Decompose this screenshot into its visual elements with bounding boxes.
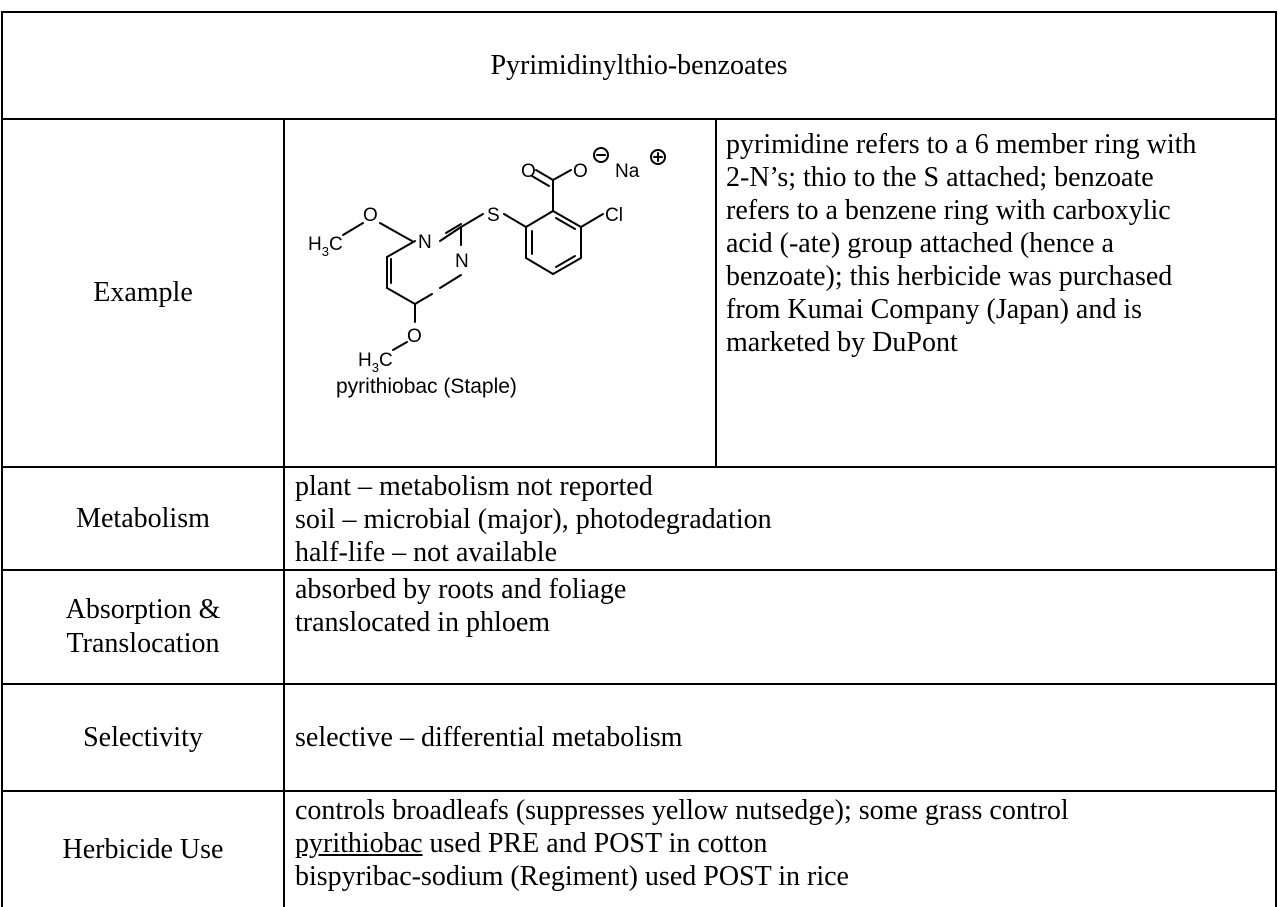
metabolism-label: Metabolism	[76, 502, 210, 534]
pyrithiobac-underlined: pyrithiobac	[295, 828, 423, 859]
absorption-line: translocated in phloem	[295, 607, 551, 638]
methyl-group-1: H3C	[308, 234, 343, 259]
example-label: Example	[93, 277, 193, 308]
description-line: acid (-ate) group attached (hence a	[726, 228, 1114, 259]
absorption-label-line1: Absorption &	[65, 594, 221, 625]
table-border-top	[1, 11, 1277, 13]
row-divider-selectivity	[1, 790, 1277, 792]
row-divider-metabolism	[1, 569, 1277, 571]
use-line: controls broadleafs (suppresses yellow n…	[295, 795, 1069, 826]
atom-n1: N	[418, 232, 432, 253]
description-line: pyrimidine refers to a 6 member ring wit…	[726, 129, 1197, 160]
atom-o-anion: O	[573, 161, 588, 182]
absorption-line: absorbed by roots and foliage	[295, 574, 627, 605]
metabolism-line: half-life – not available	[295, 537, 557, 568]
atom-chlorine: Cl	[605, 205, 623, 226]
table-title: Pyrimidinylthio-benzoates	[490, 49, 788, 81]
selectivity-content: selective – differential metabolism	[295, 685, 1270, 790]
atom-sodium: Na	[615, 161, 640, 182]
row-divider-absorption	[1, 683, 1277, 685]
column-divider	[283, 118, 285, 907]
metabolism-content: plant – metabolism not reported soil – m…	[295, 470, 1270, 569]
description-line: marketed by DuPont	[726, 327, 958, 358]
atom-o-methoxy1: O	[363, 205, 378, 226]
use-line-rest: used PRE and POST in cotton	[422, 828, 768, 859]
use-line: pyrithiobac used PRE and POST in cotton	[295, 827, 1270, 860]
description-line: 2-N’s; thio to the S attached; benzoate	[726, 162, 1154, 193]
metabolism-line: plant – metabolism not reported	[295, 471, 653, 502]
metabolism-line: soil – microbial (major), photodegradati…	[295, 504, 772, 535]
row-divider-example	[1, 466, 1277, 468]
atom-o-methoxy2: O	[407, 326, 422, 347]
structure-cell: O O Na N N S Cl O O H3C H3C pyrithiobac …	[285, 120, 715, 466]
description-line: from Kumai Company (Japan) and is	[726, 294, 1143, 325]
table-border-left	[1, 11, 3, 907]
pyrithiobac-structure: O O Na N N S Cl O O H3C H3C pyrithiobac …	[308, 147, 666, 398]
atom-sulfur: S	[487, 205, 500, 226]
absorption-content: absorbed by roots and foliage translocat…	[295, 573, 1270, 639]
absorption-label: Absorption & Translocation	[3, 571, 283, 683]
atom-o-carbonyl: O	[521, 161, 536, 182]
herbicide-use-content: controls broadleafs (suppresses yellow n…	[295, 794, 1270, 893]
description-line: refers to a benzene ring with carboxylic	[726, 195, 1171, 226]
atom-n2: N	[455, 251, 469, 272]
structure-caption: pyrithiobac (Staple)	[336, 375, 517, 398]
table-border-right	[1275, 11, 1277, 907]
example-description: pyrimidine refers to a 6 member ring wit…	[726, 128, 1272, 359]
row-divider-title	[1, 118, 1277, 120]
use-line: bispyribac-sodium (Regiment) used POST i…	[295, 861, 849, 892]
herbicide-use-label: Herbicide Use	[62, 833, 224, 865]
description-line: benzoate); this herbicide was purchased	[726, 261, 1173, 292]
absorption-label-line2: Translocation	[66, 628, 220, 659]
example-inner-divider	[715, 118, 717, 466]
methyl-group-2: H3C	[358, 350, 393, 375]
selectivity-label: Selectivity	[83, 721, 203, 753]
selectivity-line: selective – differential metabolism	[295, 722, 683, 753]
